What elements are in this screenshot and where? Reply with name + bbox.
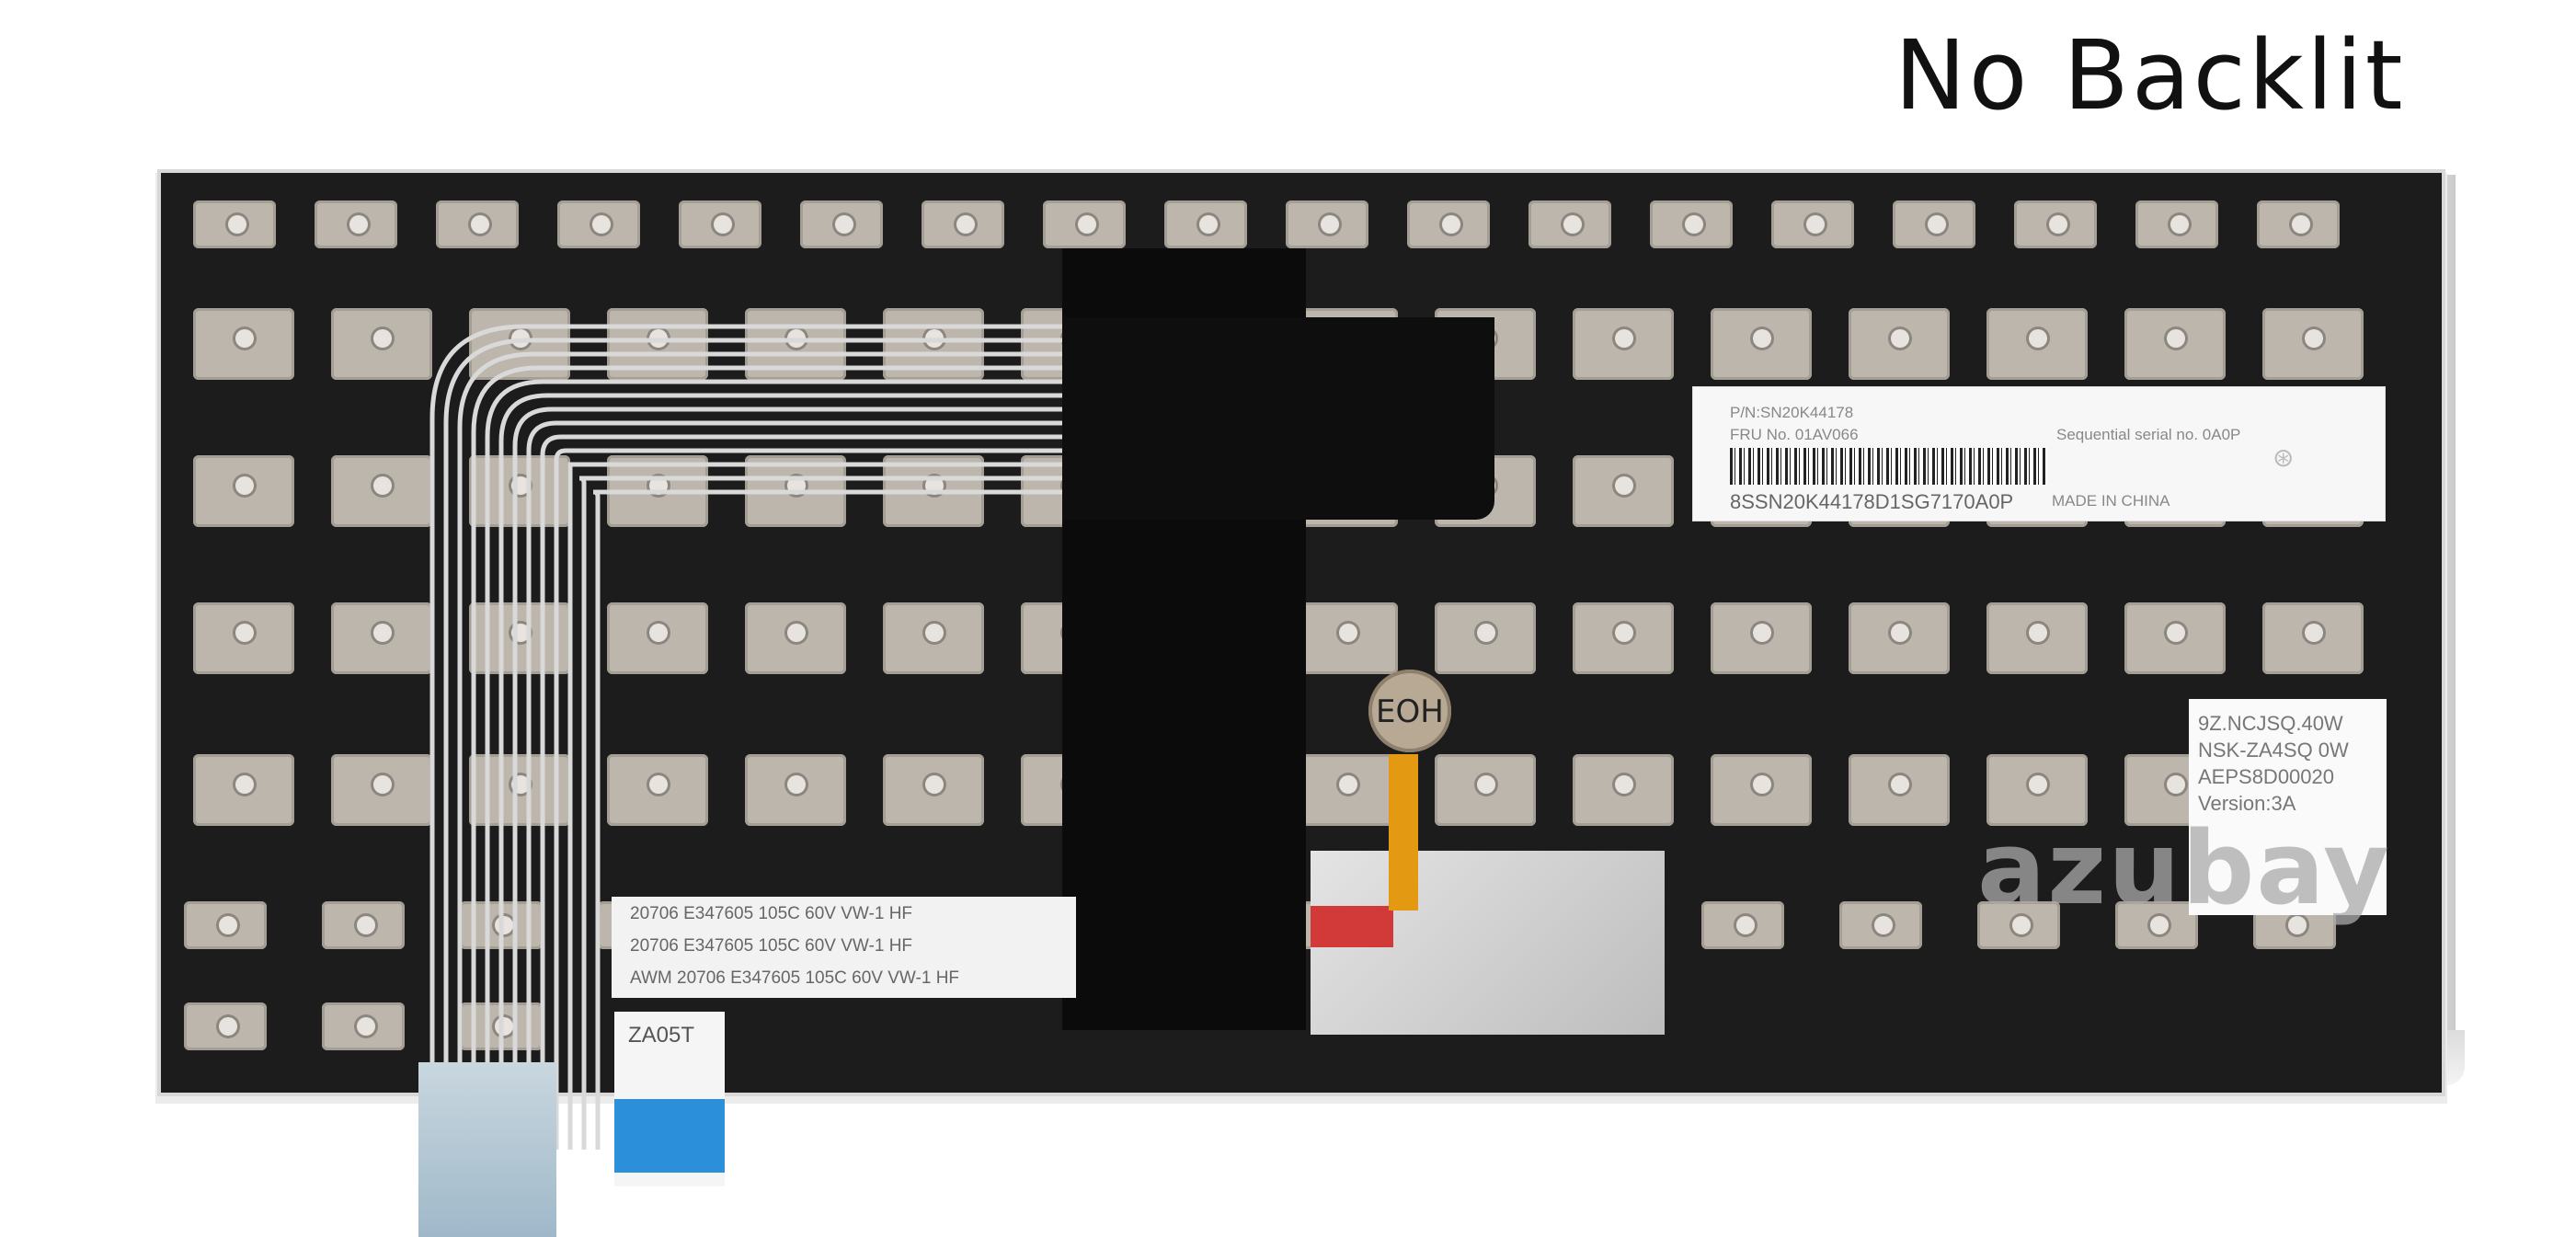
key-socket [1986,754,2088,826]
black-tape-top [1062,317,1494,520]
sticker-line: AEPS8D00020 [2198,765,2334,788]
key-socket [557,200,640,248]
key-socket [1573,602,1674,674]
key-socket [184,1002,267,1050]
barcode [1730,448,2047,485]
key-socket [1297,754,1398,826]
ribbon-text: 20706 E347605 105C 60V VW-1 HF [630,904,913,923]
key-socket [331,602,432,674]
key-socket [2014,200,2097,248]
label-made-in: MADE IN CHINA [2052,492,2170,510]
key-socket [193,308,294,380]
key-socket [1407,200,1490,248]
trackpoint: EOH [1324,670,1490,752]
product-label: P/N:SN20K44178 FRU No. 01AV066 Sequentia… [1692,386,2386,521]
key-socket [193,754,294,826]
key-socket [883,602,984,674]
key-socket [1986,308,2088,380]
watermark: azubay [1977,809,2391,927]
title: No Backlit [1895,19,2406,132]
key-socket [1573,455,1674,527]
key-socket [745,602,846,674]
key-socket [1711,308,1812,380]
key-socket [1043,200,1126,248]
key-socket [922,200,1004,248]
key-socket [607,754,708,826]
key-socket [436,200,519,248]
key-socket [1286,200,1368,248]
key-socket [1164,200,1247,248]
ribbon-text: 20706 E347605 105C 60V VW-1 HF [630,936,913,956]
key-socket [1849,754,1950,826]
cable-tail [418,1062,556,1237]
key-socket [1711,602,1812,674]
key-socket [1893,200,1975,248]
key-socket [1573,754,1674,826]
key-socket [1977,901,2060,949]
key-socket [1849,602,1950,674]
key-socket [679,200,761,248]
key-socket [1839,901,1922,949]
ul-icon: ⊛ [2273,443,2295,472]
sticker-line: NSK-ZA4SQ 0W [2198,739,2349,762]
key-socket [2257,200,2340,248]
key-socket [1573,308,1674,380]
key-socket [193,200,276,248]
sticker-line: 9Z.NCJSQ.40W [2198,712,2343,735]
ribbon-cable: 20706 E347605 105C 60V VW-1 HF 20706 E34… [612,897,1076,998]
key-socket [331,754,432,826]
key-socket [331,455,432,527]
red-connector [1311,906,1393,947]
label-sequential: Sequential serial no. 0A0P [2056,426,2241,443]
spec-sticker: 9Z.NCJSQ.40W NSK-ZA4SQ 0W AEPS8D00020 Ve… [2189,699,2387,915]
key-socket [883,754,984,826]
key-socket [1435,754,1536,826]
flex-cable [429,324,1071,1150]
trackpoint-disc [1368,670,1451,752]
key-socket [2262,602,2364,674]
key-socket [331,308,432,380]
key-socket [1986,602,2088,674]
key-socket [322,1002,405,1050]
key-socket [2124,602,2226,674]
key-socket [315,200,397,248]
key-socket [184,901,267,949]
label-serial: 8SSN20K44178D1SG7170A0P [1730,490,2014,513]
key-socket [1435,602,1536,674]
connector-code: ZA05T [628,1023,695,1048]
sticker-line: Version:3A [2198,792,2296,815]
trackpoint-flex [1389,754,1418,911]
key-socket [2115,901,2198,949]
key-socket [607,602,708,674]
key-socket [1528,200,1611,248]
ribbon-text: AWM 20706 E347605 105C 60V VW-1 HF [630,968,960,988]
key-socket [1771,200,1854,248]
label-pn: P/N:SN20K44178 [1730,404,1854,421]
key-socket [193,602,294,674]
key-socket [1711,754,1812,826]
key-socket [322,901,405,949]
connector: ZA05T [614,1012,725,1186]
trackpoint-code: EOH [1376,693,1444,730]
key-socket [2135,200,2218,248]
key-socket [1297,602,1398,674]
connector-tip [614,1099,725,1173]
key-socket [2124,308,2226,380]
key-socket [800,200,883,248]
key-socket [1701,901,1784,949]
key-socket [193,455,294,527]
metal-shield [1311,851,1665,1035]
label-fru: FRU No. 01AV066 [1730,426,1859,443]
key-socket [1650,200,1733,248]
key-socket [2262,308,2364,380]
key-socket [1849,308,1950,380]
key-socket [745,754,846,826]
